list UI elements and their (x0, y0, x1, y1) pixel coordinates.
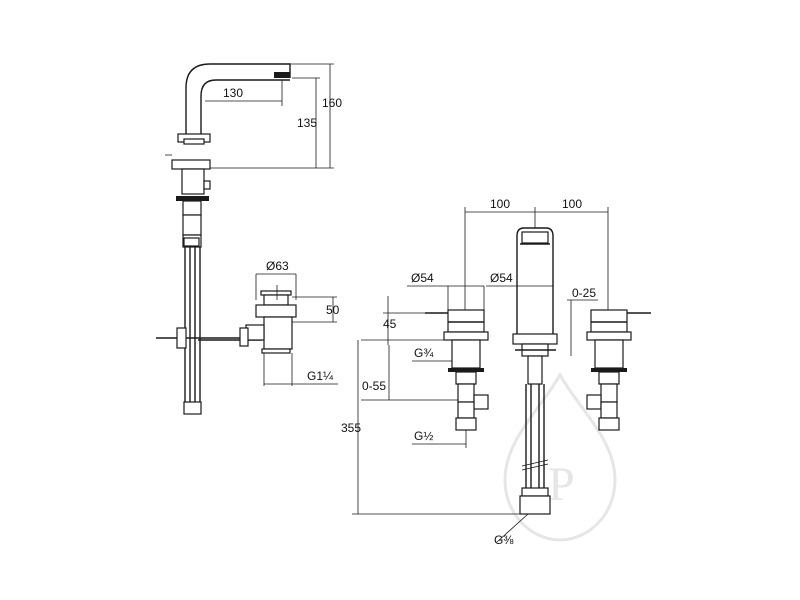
watermark-logo: P (503, 371, 617, 542)
dim-valve-thread-bottom: G½ (414, 429, 433, 443)
dim-spout-reach: 130 (223, 86, 243, 100)
dim-valve-diameter: Ø54 (411, 271, 434, 285)
dim-waste-diameter: Ø63 (266, 259, 289, 273)
dim-spacing-left: 100 (490, 197, 510, 211)
dim-hose-thread: G⅜ (494, 533, 514, 547)
dim-spout-height-total: 160 (322, 96, 342, 110)
front-view-dimensions: 100 100 Ø54 Ø54 0-25 45 G¾ 0-55 355 (341, 197, 609, 547)
mixer-front-view (425, 227, 651, 515)
dim-overall-height: 355 (341, 421, 361, 435)
dim-valve-thread-top: G¾ (414, 346, 434, 360)
dim-valve-offset: 45 (383, 317, 397, 331)
dim-waste-height: 50 (326, 303, 340, 317)
dim-spout-height-inner: 135 (297, 116, 317, 130)
mixer-side-view (156, 63, 297, 415)
dim-spacing-right: 100 (562, 197, 582, 211)
dim-adjust-range-right: 0-25 (572, 286, 596, 300)
dim-waste-thread: G1¼ (307, 369, 334, 383)
side-view-dimensions: 130 160 135 Ø63 50 G1¼ (205, 63, 342, 386)
dim-spout-diameter: Ø54 (490, 271, 513, 285)
dim-adjust-range-left: 0-55 (362, 379, 386, 393)
watermark-letter: P (548, 458, 575, 511)
